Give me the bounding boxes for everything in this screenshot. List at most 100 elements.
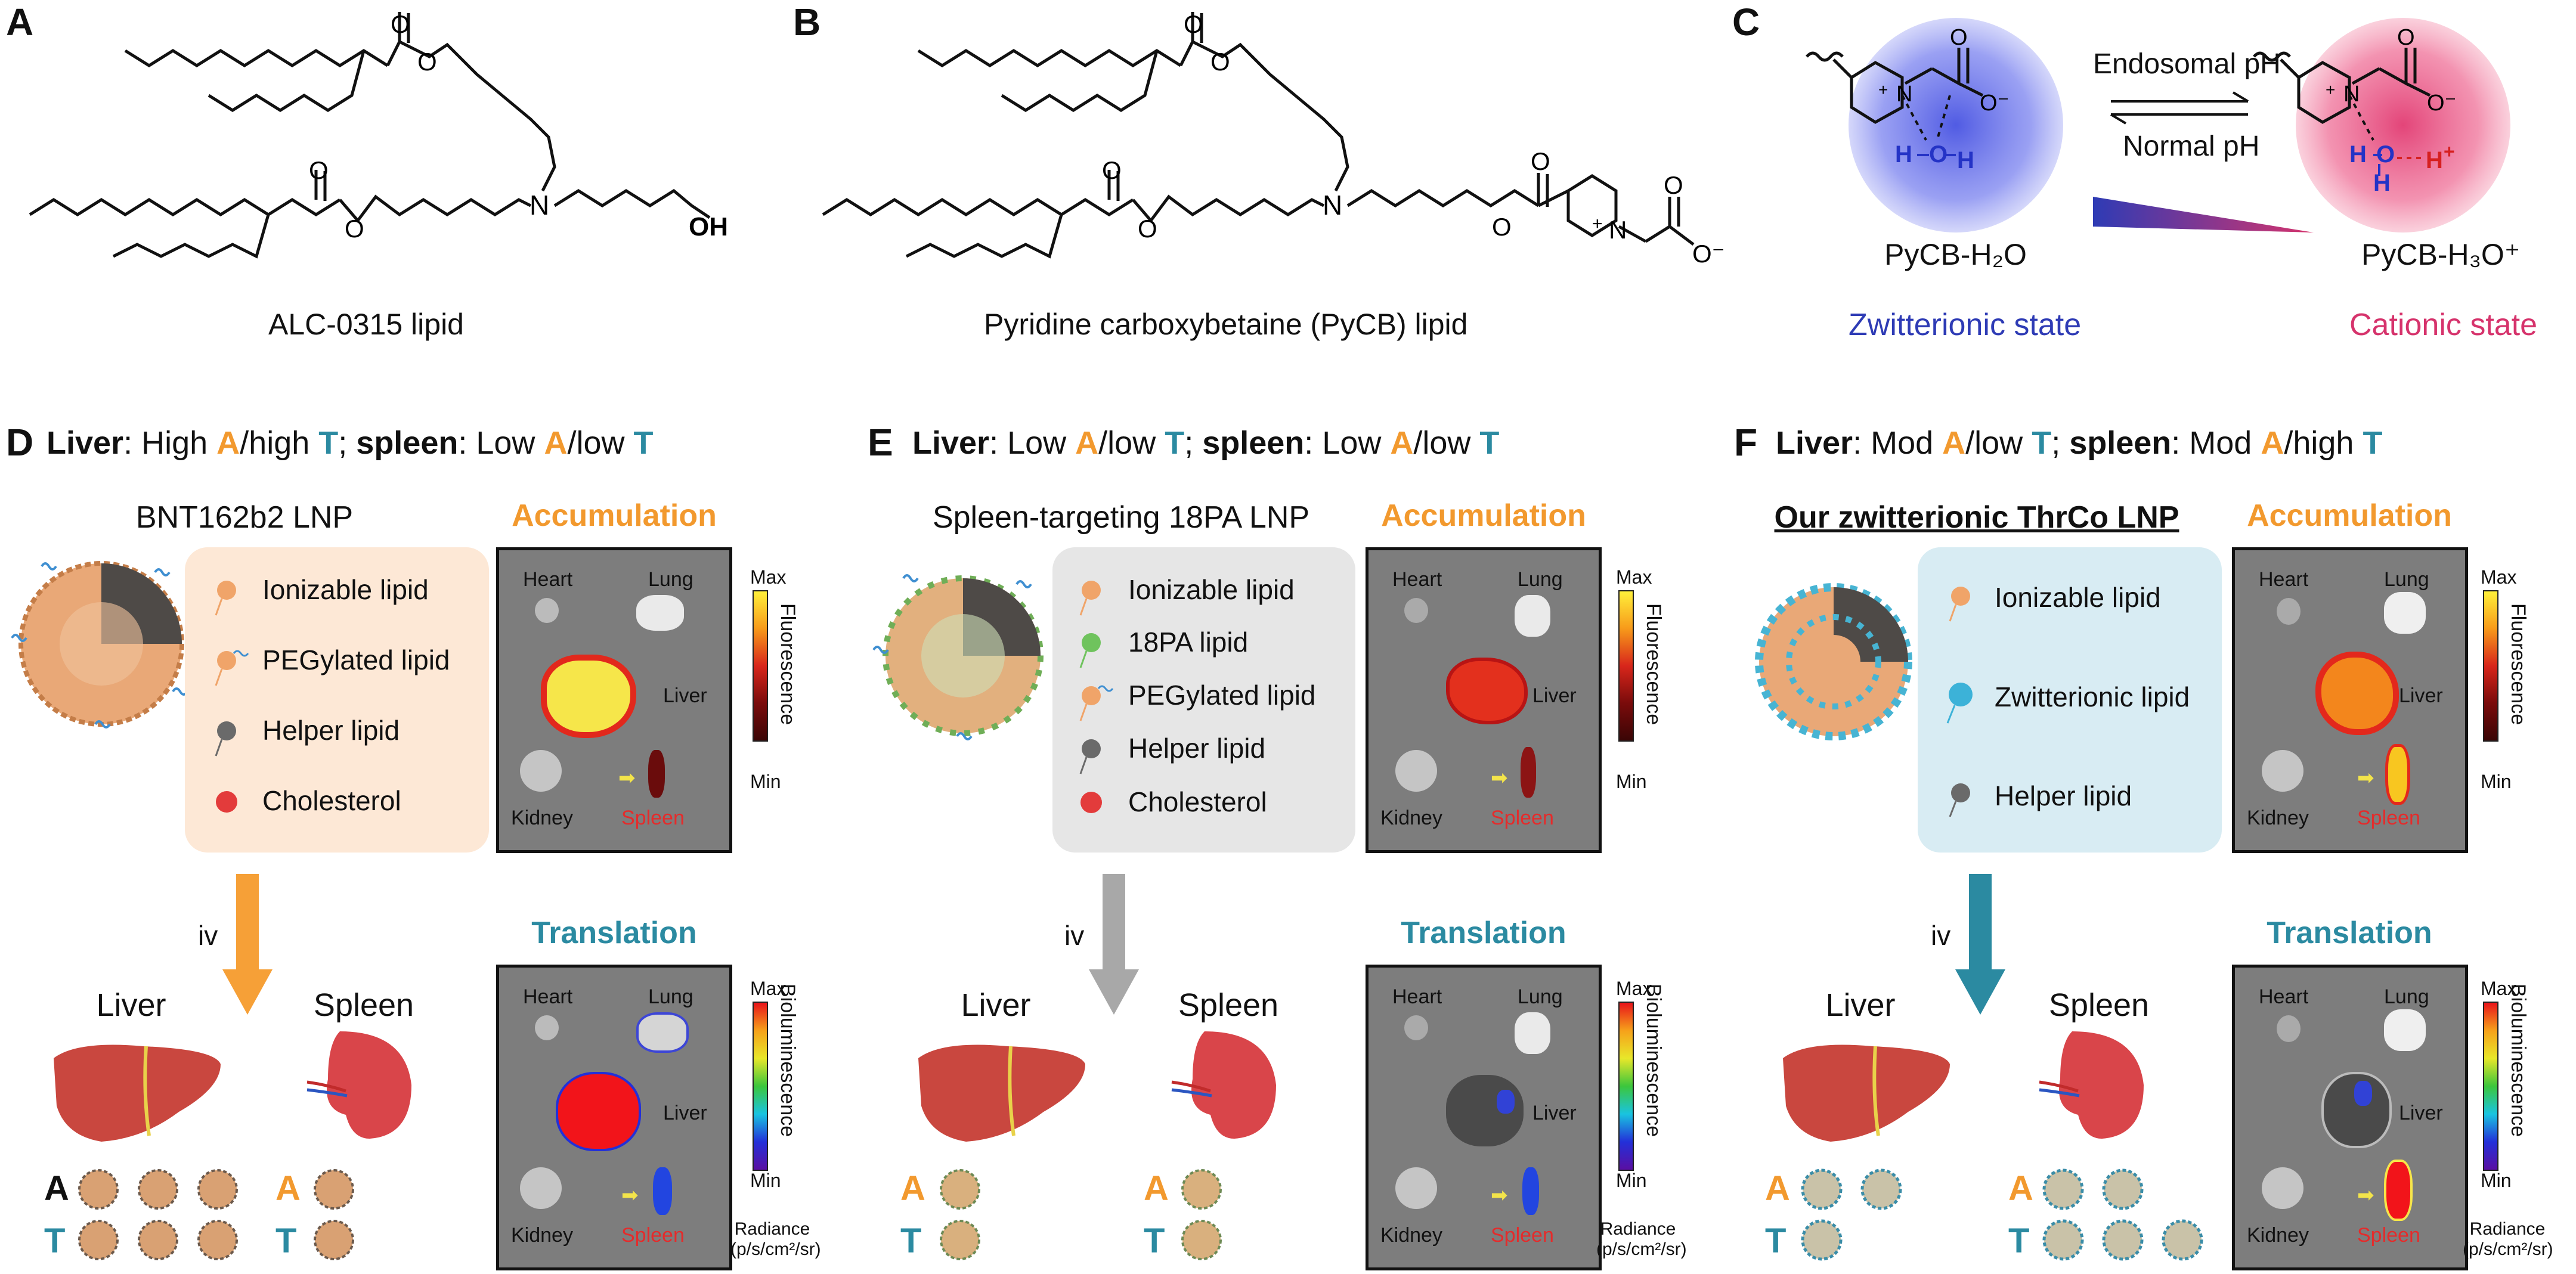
zwitterionic-state: Zwitterionic state xyxy=(1849,308,2082,342)
t-label-spleen: T xyxy=(2008,1222,2030,1260)
t-label-liver: T xyxy=(1765,1222,1787,1260)
fluorescence-label: Fluorescence xyxy=(2507,603,2529,726)
liver-label: Liver xyxy=(2399,684,2443,707)
translation-image: Heart Lung Liver ➡ Kidney Spleen xyxy=(2232,965,2468,1270)
arrow-icon: ➡ xyxy=(1491,767,1508,789)
arrow-label-bottom: Normal pH xyxy=(2123,131,2260,162)
h3o-plus: + xyxy=(2444,141,2455,162)
a-label-spleen: A xyxy=(2008,1169,2033,1208)
legend-icons xyxy=(1079,581,1114,813)
arrow-label-top: Endosomal pH xyxy=(2093,48,2281,80)
cationic-state: Cationic state xyxy=(2349,308,2538,342)
accumulation-image: Heart Lung Liver ➡ Kidney Spleen xyxy=(1366,547,1602,853)
iv-arrow-shaft xyxy=(236,874,259,969)
h3o-o: O xyxy=(2376,141,2395,168)
panel-a-label: A xyxy=(6,1,34,44)
composition-box xyxy=(1052,547,1355,853)
panel-b-caption: Pyridine carboxybetaine (PyCB) lipid xyxy=(984,308,1468,341)
heart-organ xyxy=(535,1015,559,1040)
o-4: O xyxy=(345,215,364,243)
radiance-label: Radiance(p/s/cm²/sr) xyxy=(2463,1219,2553,1259)
lung-label: Lung xyxy=(2384,985,2429,1008)
arrow-icon: ➡ xyxy=(2357,767,2374,789)
heart-organ xyxy=(2277,598,2301,625)
max-label: Max xyxy=(750,978,787,999)
carbonyl-o: O xyxy=(1950,25,1968,50)
spleen-title: Spleen xyxy=(2048,987,2150,1023)
lung-organ xyxy=(636,595,684,631)
liver-icon xyxy=(1783,1044,1950,1142)
liver-label: Liver xyxy=(663,1102,707,1124)
accumulation-title: Accumulation xyxy=(512,498,717,533)
liver-label: Liver xyxy=(663,684,707,707)
heart-label: Heart xyxy=(523,568,573,591)
oh-group: OH xyxy=(689,212,728,241)
t-label-liver: T xyxy=(900,1222,922,1260)
plus-charge: + xyxy=(1592,214,1603,234)
lnp-title: Spleen-targeting 18PA LNP xyxy=(932,500,1310,535)
max-label: Max xyxy=(1616,978,1652,999)
kidney-organ xyxy=(520,750,562,792)
kidney-label: Kidney xyxy=(1380,1224,1442,1247)
o-1: O xyxy=(1184,10,1203,38)
legend-zwitterionic: Zwitterionic lipid xyxy=(1995,681,2190,712)
spleen-label: Spleen xyxy=(621,807,685,829)
pyridinium-n: N xyxy=(1896,82,1912,107)
panel-d-header: Liver: High A/high T; spleen: Low A/low … xyxy=(47,425,654,461)
lnp-count-liver xyxy=(940,1169,980,1260)
t-label-liver: T xyxy=(44,1222,66,1260)
arrow-icon: ➡ xyxy=(621,1184,639,1207)
liver-icon xyxy=(54,1044,221,1142)
o-2: O xyxy=(1210,48,1230,76)
liver-signal xyxy=(2315,652,2399,735)
liver-title: Liver xyxy=(96,987,166,1023)
accumulation-image: Heart Lung Liver ➡ Kidney Spleen xyxy=(496,547,732,853)
spleen-signal xyxy=(2384,1160,2413,1221)
pycb-structure: O O O O N O O N + O O⁻ xyxy=(822,10,1725,268)
spleen-label: Spleen xyxy=(1491,807,1554,829)
min-label: Min xyxy=(1616,1170,1647,1191)
kidney-organ xyxy=(1395,750,1437,792)
legend-18pa: 18PA lipid xyxy=(1128,627,1249,658)
lung-organ xyxy=(1515,1012,1550,1054)
heart-label: Heart xyxy=(2259,568,2309,591)
t-label-spleen: T xyxy=(275,1222,297,1260)
liver-title: Liver xyxy=(1825,987,1896,1023)
n-atom: N xyxy=(530,190,549,221)
fluorescence-scale xyxy=(753,590,768,742)
heart-organ xyxy=(535,598,559,623)
o-1: O xyxy=(391,10,410,38)
o-2: O xyxy=(417,48,437,76)
iv-arrow-shaft xyxy=(1103,874,1125,969)
lung-organ xyxy=(2384,592,2426,634)
fluorescence-scale xyxy=(2483,590,2498,742)
kidney-label: Kidney xyxy=(1380,807,1442,829)
plus-charge: + xyxy=(1878,80,1888,99)
pyridinium-n: N xyxy=(1609,216,1627,244)
iv-arrow-head xyxy=(222,969,273,1015)
liver-label: Liver xyxy=(2399,1102,2443,1124)
iv-label: iv xyxy=(1064,920,1085,951)
lung-label: Lung xyxy=(2384,568,2429,591)
a-label-spleen: A xyxy=(1144,1169,1169,1208)
kidney-organ xyxy=(1395,1167,1437,1209)
spleen-icon xyxy=(306,1031,411,1139)
pycb-h3o-name: PyCB-H₃O⁺ xyxy=(2361,238,2521,271)
lnp-count-spleen xyxy=(314,1169,354,1260)
t-label-spleen: T xyxy=(1144,1222,1165,1260)
lung-label: Lung xyxy=(648,985,693,1008)
liver-signal xyxy=(1497,1090,1515,1114)
lung-organ xyxy=(636,1012,689,1053)
lnp-particle xyxy=(1755,583,1912,740)
min-label: Min xyxy=(750,1170,781,1191)
o-3: O xyxy=(1102,156,1122,184)
kidney-label: Kidney xyxy=(2247,807,2309,829)
radiance-label: Radiance(p/s/cm²/sr) xyxy=(1596,1219,1687,1259)
h3o-h-2: H xyxy=(2373,170,2391,196)
min-label: Min xyxy=(2481,771,2512,792)
spleen-icon xyxy=(1171,1031,1276,1139)
legend-helper: Helper lipid xyxy=(1128,733,1266,764)
h3o-h: H xyxy=(2349,141,2367,168)
fluorescence-label: Fluorescence xyxy=(1642,603,1665,726)
